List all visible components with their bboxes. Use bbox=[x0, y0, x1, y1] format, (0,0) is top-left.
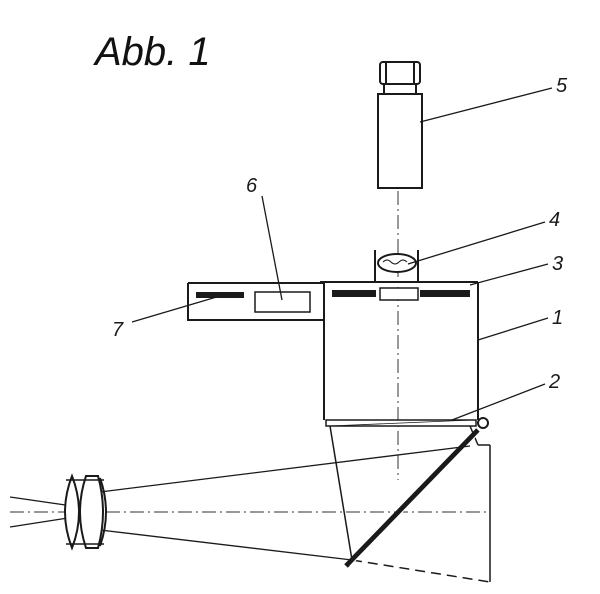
figure-title: Abb. 1 bbox=[93, 30, 211, 74]
side-housing bbox=[187, 282, 324, 321]
label-1: 1 bbox=[552, 307, 563, 329]
label-2: 2 bbox=[548, 371, 560, 393]
label-3: 3 bbox=[552, 253, 563, 275]
label-7: 7 bbox=[112, 319, 124, 341]
camera-5 bbox=[377, 61, 423, 189]
glass-plate-2 bbox=[325, 417, 489, 429]
display-window-6 bbox=[254, 291, 311, 313]
projection-lens bbox=[64, 473, 107, 551]
label-6: 6 bbox=[246, 175, 258, 197]
scale-strip-7 bbox=[196, 292, 244, 298]
tilted-mirror bbox=[344, 428, 483, 568]
leader-lines bbox=[131, 87, 553, 421]
label-5: 5 bbox=[556, 75, 568, 97]
lens-tube-4 bbox=[374, 250, 419, 282]
label-4: 4 bbox=[549, 209, 560, 231]
main-housing-1 bbox=[323, 282, 479, 420]
reticle-plate-3 bbox=[320, 281, 478, 301]
